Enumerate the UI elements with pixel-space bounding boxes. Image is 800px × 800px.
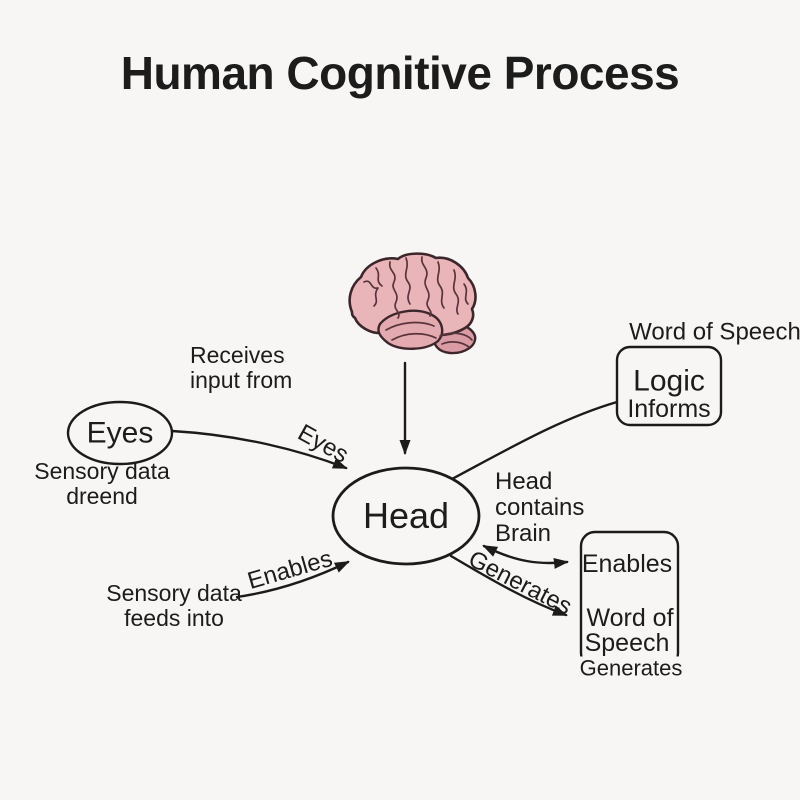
- head-node-shape: [331, 466, 481, 566]
- head-annotation: Head contains Brain: [495, 469, 584, 547]
- eyes-caption-line1: Sensory data: [34, 458, 170, 484]
- edge-head-to-speech-generates: [449, 554, 568, 617]
- speech-node-line4: Generates: [576, 656, 686, 680]
- eyes-node-label: Eyes: [86, 416, 154, 450]
- logic-node-label: Logic: [633, 364, 705, 398]
- head-annotation-line2: contains: [495, 494, 585, 521]
- speech-node-line2: Word of: [586, 603, 674, 632]
- sensory-feeds-annotation: Sensory data feeds into: [106, 581, 242, 631]
- edge-head-to-logic: [450, 400, 619, 481]
- head-annotation-line3: Brain: [495, 520, 552, 547]
- receives-annotation-line1: Receives: [190, 342, 285, 368]
- brain-icon: [348, 252, 477, 355]
- logic-caption: Word of Speech: [629, 318, 800, 346]
- edge-sensory-to-head: [235, 560, 350, 599]
- edge-head-speech-bidirectional: [482, 544, 569, 569]
- receives-annotation-line2: input from: [190, 367, 293, 393]
- head-annotation-line1: Head: [495, 468, 553, 495]
- sensory-feeds-line2: feeds into: [124, 605, 224, 631]
- edge-eyes-to-head: [170, 429, 348, 470]
- speech-node-line1: Enables: [581, 549, 673, 578]
- eyes-caption-line2: dreend: [66, 483, 138, 509]
- sensory-feeds-line1: Sensory data: [106, 580, 242, 606]
- eyes-node-shape: [66, 400, 174, 466]
- speech-node-line3: Speech: [584, 628, 670, 657]
- eyes-caption: Sensory data dreend: [34, 459, 170, 509]
- logic-node-sublabel: Informs: [627, 394, 711, 423]
- receives-annotation: Receives input from: [190, 343, 292, 393]
- head-node-label: Head: [362, 495, 450, 537]
- logic-node-shape: [615, 345, 723, 427]
- page-title: Human Cognitive Process: [120, 46, 680, 99]
